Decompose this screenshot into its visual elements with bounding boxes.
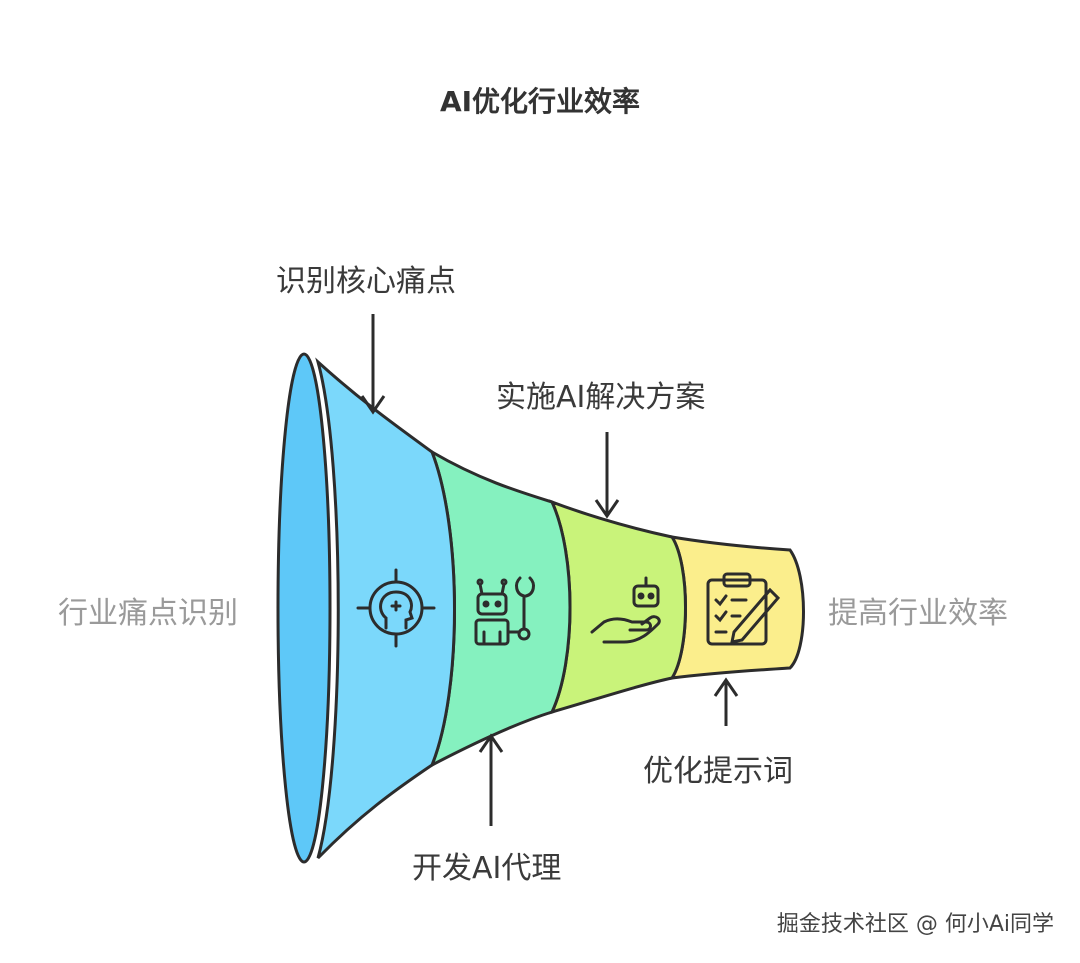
- stage-label-develop-agent: 开发AI代理: [412, 851, 562, 886]
- funnel-stage-implement: [549, 499, 687, 715]
- hand-robot-icon: [590, 576, 661, 644]
- clipboard-pencil-icon: [706, 572, 781, 646]
- stage-label-identify-pain: 识别核心痛点: [276, 264, 456, 299]
- funnel-input-label: 行业痛点识别: [58, 596, 238, 631]
- diagram-title: AI优化行业效率: [439, 85, 641, 118]
- robot-wrench-icon: [474, 576, 535, 646]
- stage-label-implement-ai: 实施AI解决方案: [496, 380, 706, 415]
- funnel-stage-optimize: [668, 534, 805, 680]
- funnel-output-label: 提高行业效率: [828, 596, 1008, 631]
- funnel-stage-identify: [315, 357, 456, 864]
- funnel-mouth: [276, 352, 332, 864]
- target-head-icon: [356, 568, 436, 648]
- arrow-implement: [594, 432, 620, 519]
- arrow-identify-pain: [360, 314, 386, 415]
- arrow-optimize: [713, 677, 739, 726]
- arrow-develop: [478, 733, 504, 826]
- stage-label-optimize-prompts: 优化提示词: [643, 754, 793, 789]
- watermark: 掘金技术社区 @ 何小Ai同学: [776, 912, 1054, 937]
